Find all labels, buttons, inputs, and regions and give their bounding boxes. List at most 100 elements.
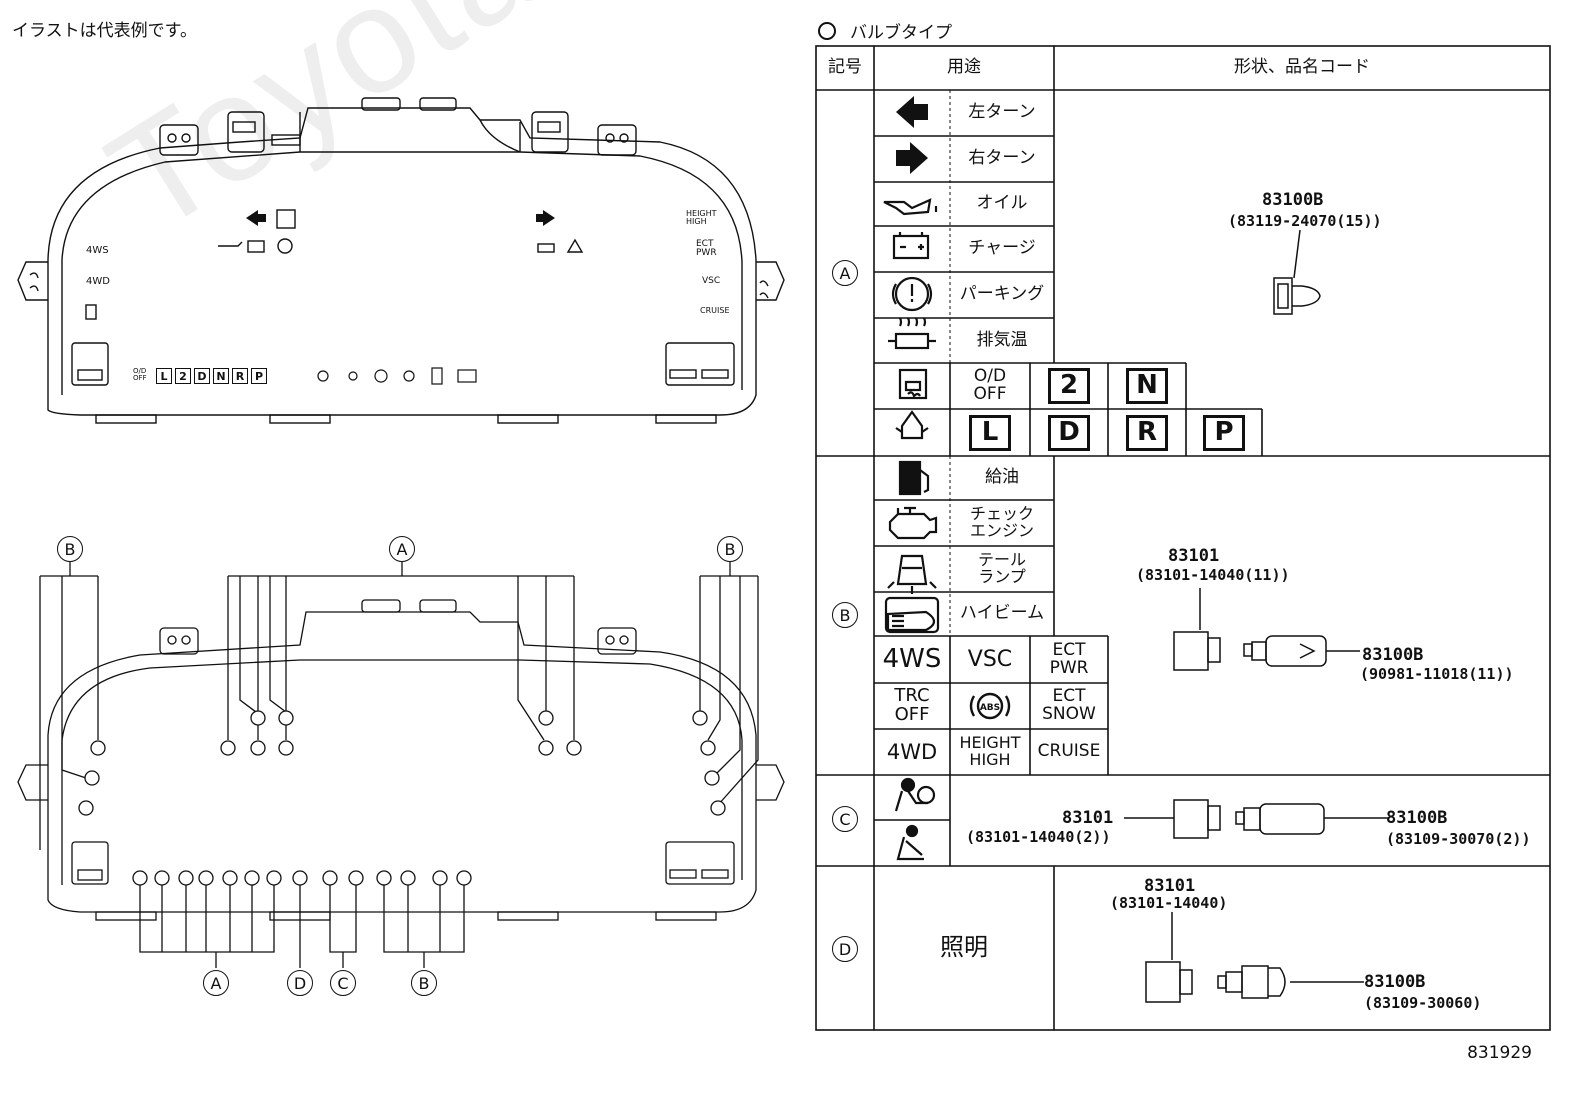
high-beam-icon: [886, 610, 936, 632]
part-c1-code: (83101-14040(2)): [966, 828, 1111, 846]
usage-right-turn: 右ターン: [968, 148, 1036, 169]
usage-illumination: 照明: [940, 933, 988, 962]
part-b1-name: 83101: [1168, 546, 1220, 566]
cluster-diagram: [17, 97, 785, 424]
parking-brake-icon: [894, 276, 930, 312]
tail-lamp-icon: [896, 554, 928, 586]
header-usage: 用途: [947, 57, 981, 78]
cluster-label-4ws: 4WS: [86, 245, 109, 256]
usage-tail-lamp: テール ランプ: [977, 550, 1026, 586]
gear-r-box: R: [1126, 414, 1168, 451]
oil-icon: [883, 198, 938, 216]
callout-b-right: B: [717, 536, 743, 562]
gear-r: R: [232, 368, 248, 384]
grid-2: 2: [1030, 363, 1108, 409]
usage-high-beam: ハイビーム: [959, 603, 1045, 624]
gear-d-box: D: [1048, 414, 1090, 451]
circle-icon: [818, 21, 836, 40]
socket-bulb-b-icon: [1173, 588, 1360, 671]
gear-p-box: P: [1203, 414, 1245, 451]
gear-d: D: [194, 368, 210, 384]
usage-charge: チャージ: [968, 238, 1036, 259]
cluster-gear-indicators: L 2 D N R P: [156, 368, 267, 384]
grid-n: N: [1108, 363, 1186, 409]
grid-trc-off: TRC OFF: [894, 685, 930, 725]
group-label-b: B: [832, 602, 858, 628]
grid-od-off: O/D OFF: [973, 366, 1007, 404]
group-b-icons: [884, 460, 940, 634]
airbag-icon: [900, 777, 916, 793]
group-a-icons: [883, 96, 938, 440]
gear-2: 2: [175, 368, 191, 384]
socket-bulb-d-icon: [1145, 912, 1364, 1003]
gear-p: P: [251, 368, 267, 384]
usage-fuel: 給油: [985, 467, 1019, 488]
part-b2-name: 83100B: [1362, 645, 1424, 665]
gear-2-box: 2: [1048, 368, 1090, 404]
group-label-a: A: [832, 260, 858, 286]
callout-d-bottom: D: [287, 970, 313, 996]
gear-n-box: N: [1126, 368, 1168, 404]
svg-text:ABS: ABS: [980, 703, 1000, 713]
cluster-label-cruise: CRUISE: [700, 306, 730, 315]
grid-l: L: [950, 409, 1030, 456]
callout-c-bottom: C: [330, 970, 356, 996]
grid-vsc: VSC: [967, 646, 1013, 672]
grid-abs: ABS: [950, 683, 1030, 729]
group-label-d: D: [832, 936, 858, 962]
part-a-code: (83119-24070(15)): [1228, 212, 1382, 230]
part-d1-code: (83101-14040): [1110, 894, 1228, 912]
gear-l: L: [156, 368, 172, 384]
cluster-label-vsc: VSC: [702, 276, 721, 286]
wedge-bulb-icon: [1273, 229, 1321, 315]
bulb-type-label: バルブタイプ: [850, 23, 952, 43]
cluster-label-ect-pwr: ECT PWR: [696, 239, 717, 258]
slip-icon: [898, 368, 928, 400]
socket-bulb-c-icon: [1124, 799, 1388, 839]
grid-ect-snow: ECT SNOW: [1042, 686, 1096, 724]
door-ajar-icon: [900, 410, 924, 440]
usage-exhaust-temp: 排気温: [976, 329, 1028, 350]
callout-b-left: B: [57, 536, 83, 562]
cluster-rear-diagram: [17, 562, 785, 968]
part-b2-code: (90981-11018(11)): [1360, 665, 1514, 683]
usage-parking: パーキング: [959, 284, 1045, 305]
part-c2-name: 83100B: [1386, 808, 1448, 828]
grid-d: D: [1030, 409, 1108, 456]
cluster-label-4wd: 4WD: [86, 276, 110, 287]
part-d1-name: 83101: [1144, 876, 1196, 896]
callout-a-bottom: A: [203, 970, 229, 996]
grid-cruise: CRUISE: [1037, 741, 1101, 762]
usage-check-engine: チェック エンジン: [969, 504, 1034, 540]
part-c2-code: (83109-30070(2)): [1386, 830, 1531, 848]
header-shape: 形状、品名コード: [1234, 57, 1370, 78]
gear-n: N: [213, 368, 229, 384]
grid-ect-pwr: ECT PWR: [1049, 639, 1089, 678]
part-d2-code: (83109-30060): [1364, 994, 1482, 1012]
cluster-label-od-off: O/D OFF: [133, 367, 147, 382]
abs-icon: ABS: [969, 692, 1011, 720]
illustration-note: イラストは代表例です。: [12, 21, 197, 41]
header-symbol: 記号: [828, 57, 862, 78]
reference-number: 831929: [1467, 1043, 1532, 1063]
callout-a-top: A: [389, 536, 415, 562]
grid-r: R: [1108, 409, 1186, 456]
part-b1-code: (83101-14040(11)): [1136, 566, 1290, 584]
grid-p: P: [1186, 409, 1262, 456]
seatbelt-icon: [905, 824, 919, 838]
bulb-type-title: バルブタイプ: [818, 18, 952, 43]
fuel-icon: [898, 460, 922, 496]
grid-height-high: HEIGHT HIGH: [959, 733, 1021, 769]
part-a-name: 83100B: [1262, 190, 1324, 210]
part-c1-name: 83101: [1062, 808, 1114, 828]
grid-4ws: 4WS: [882, 643, 942, 674]
usage-left-turn: 左ターン: [968, 102, 1036, 123]
group-c-icons: [894, 777, 936, 861]
gear-l-box: L: [969, 414, 1011, 451]
right-turn-icon: [896, 142, 928, 174]
battery-icon: [892, 234, 930, 260]
grid-4wd: 4WD: [886, 739, 938, 764]
usage-oil: オイル: [976, 193, 1028, 214]
group-label-c: C: [832, 806, 858, 832]
